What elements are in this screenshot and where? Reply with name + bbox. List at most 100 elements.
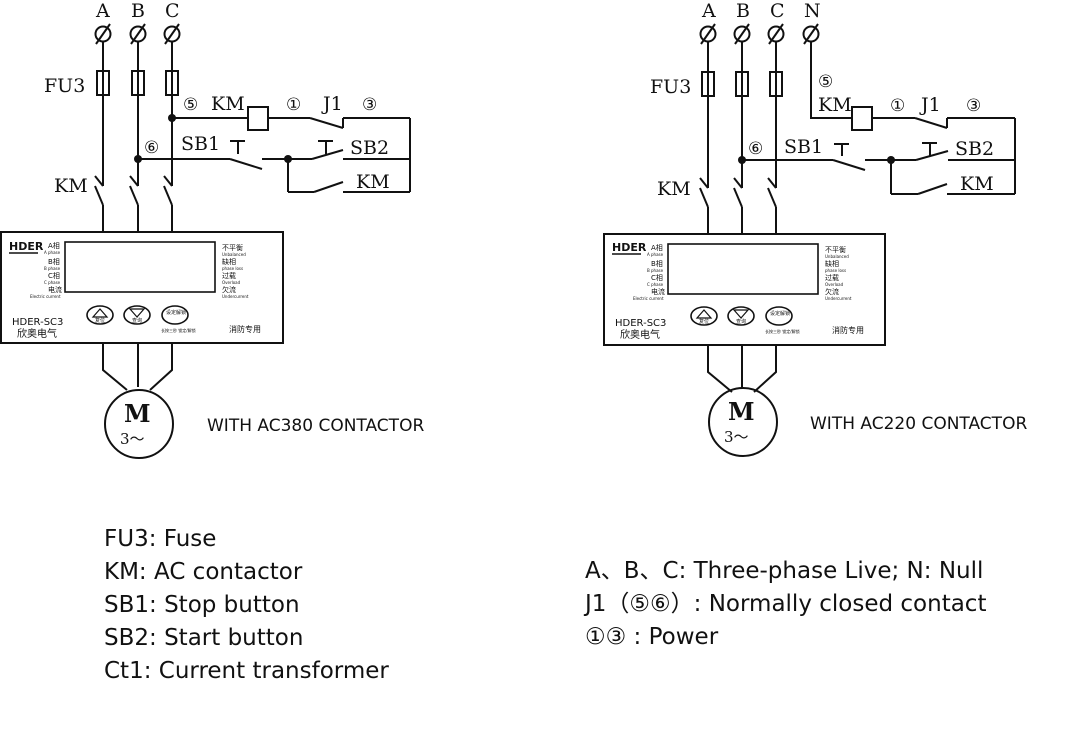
terminal-3-label: ③ — [966, 96, 981, 116]
fuse-a — [96, 70, 110, 96]
fuse-b — [735, 71, 749, 97]
legend-item-start-button: SB2: Start button — [104, 625, 304, 651]
left-label-0-en: A phase — [44, 250, 61, 255]
motor-label: M — [728, 397, 755, 426]
terminal-6-label: ⑥ — [144, 138, 159, 158]
legend-item-current-transformer: Ct1: Current transformer — [104, 658, 389, 684]
query-button[interactable]: 查询 — [727, 306, 755, 326]
right-label-0-en: Unbalanced — [222, 252, 246, 257]
km-contact-b — [129, 185, 139, 206]
device-purpose: 消防专用 — [832, 325, 864, 335]
fuse-label: FU3 — [44, 75, 85, 97]
reset-button[interactable]: 复位 — [86, 305, 114, 325]
sb1-label: SB1 — [181, 133, 220, 155]
reset-button[interactable]: 复位 — [690, 306, 718, 326]
down-arrow-icon — [128, 308, 146, 318]
device-brand: HDER — [612, 241, 647, 254]
km-coil-label: KM — [211, 93, 245, 115]
motor-sub: 3～ — [120, 430, 145, 448]
left-label-2-en: C phase — [44, 280, 61, 285]
km-coil — [851, 106, 873, 131]
right-label-0: 不平衡 — [825, 245, 846, 254]
caption-ac380: WITH AC380 CONTACTOR — [207, 416, 424, 436]
reset-button-label: 复位 — [95, 317, 105, 324]
left-label-1: B相 — [651, 259, 663, 268]
km-contact-c — [767, 187, 777, 208]
fuse-b — [131, 70, 145, 96]
neutral-wire — [810, 42, 852, 119]
setting-unlock-button-label: 设定解锁 — [770, 310, 790, 317]
terminal-b — [129, 23, 147, 45]
phase-label-b: B — [131, 0, 145, 22]
km-aux-contact — [917, 183, 948, 195]
fuse-c — [769, 71, 783, 97]
right-label-2: 过载 — [825, 273, 839, 282]
right-label-2: 过载 — [222, 271, 236, 280]
terminal-c — [767, 23, 785, 45]
terminal-a — [699, 23, 717, 45]
right-label-3: 欠流 — [825, 287, 839, 296]
right-label-2-en: Overload — [825, 282, 844, 287]
terminal-5-label: ⑤ — [183, 95, 198, 115]
legend-item-power: ①③ : Power — [585, 624, 719, 650]
phase-label-a: A — [701, 0, 716, 22]
motor-label: M — [124, 399, 151, 428]
legend-item-stop-button: SB1: Stop button — [104, 592, 300, 618]
right-label-1-en: phase loss — [825, 268, 846, 273]
terminal-5-label: ⑤ — [818, 72, 833, 92]
left-label-3: 电流 — [651, 287, 665, 296]
left-label-2-en: C phase — [647, 282, 664, 287]
km-contact-c — [163, 185, 173, 206]
km-coil-label: KM — [818, 94, 852, 116]
setting-unlock-button-label: 设定解锁 — [166, 309, 186, 316]
km-contact-a — [699, 187, 709, 208]
left-label-3: 电流 — [48, 285, 62, 294]
setting-unlock-hint: 长按三秒 锁定/解锁 — [765, 328, 800, 334]
device-brand: HDER — [9, 240, 44, 253]
sb1-contact — [832, 159, 866, 171]
up-arrow-icon — [91, 308, 109, 318]
left-label-2: C相 — [48, 271, 60, 280]
device-display — [64, 241, 216, 293]
device-maker: 欣奥电气 — [17, 327, 57, 340]
phase-label-b: B — [736, 0, 750, 22]
km-contact-b — [733, 187, 743, 208]
query-button[interactable]: 查询 — [123, 305, 151, 325]
km-coil — [247, 106, 269, 131]
left-label-0: A相 — [48, 241, 60, 250]
device-display — [667, 243, 819, 295]
motor-lead-a — [102, 343, 128, 391]
motor-lead-c — [149, 343, 173, 391]
fuse-a — [701, 71, 715, 97]
right-label-3-en: Undercurrent — [825, 296, 852, 301]
left-label-0: A相 — [651, 243, 663, 252]
terminal-c — [163, 23, 181, 45]
motor: M 3～ — [104, 389, 174, 459]
diagram-ac220: A B C N FU3 ⑤ KM ① J1 ③ ⑥ SB1 — [603, 0, 1027, 457]
km-aux-contact — [313, 181, 344, 193]
right-label-1: 缺相 — [222, 257, 236, 266]
km-contact-a — [94, 185, 104, 206]
sb2-contact — [915, 150, 949, 161]
km-contact-label: KM — [960, 173, 994, 195]
phase-label-a: A — [95, 0, 110, 22]
right-label-2-en: Overload — [222, 280, 241, 285]
right-label-3: 欠流 — [222, 285, 236, 294]
fuse-label: FU3 — [650, 76, 691, 98]
caption-ac220: WITH AC220 CONTACTOR — [810, 414, 1027, 434]
terminal-3-label: ③ — [362, 95, 377, 115]
terminal-1-label: ① — [286, 95, 301, 115]
up-arrow-icon — [695, 309, 713, 319]
phase-label-n: N — [804, 0, 821, 22]
setting-unlock-button[interactable]: 设定解锁 长按三秒 锁定/解锁 — [161, 305, 196, 333]
legend-left: FU3: Fuse KM: AC contactor SB1: Stop but… — [104, 523, 389, 688]
j1-label: J1 — [919, 94, 941, 116]
setting-unlock-button[interactable]: 设定解锁 长按三秒 锁定/解锁 — [765, 306, 800, 334]
device-panel: HDER A相 A phase B相 B phase C相 C phase 电流… — [603, 233, 886, 346]
phase-label-c: C — [770, 0, 785, 22]
terminal-n — [802, 23, 820, 45]
km-contact-label: KM — [356, 171, 390, 193]
legend-item-j1: J1（⑤⑥）: Normally closed contact — [585, 591, 987, 617]
device-panel: HDER A相 A phase B相 B phase C相 C phase 电流… — [0, 231, 284, 344]
